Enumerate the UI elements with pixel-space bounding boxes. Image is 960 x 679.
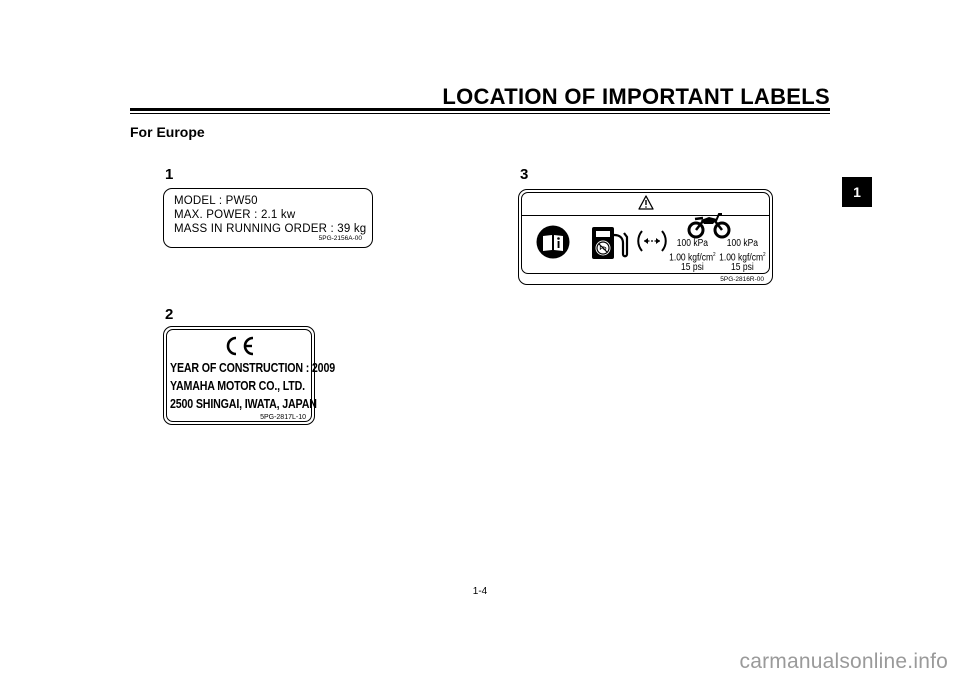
warning-triangle-icon <box>638 195 654 210</box>
label-code: 5PG-2816R-00 <box>720 276 764 283</box>
power-line: MAX. POWER : 2.1 kw <box>174 209 296 221</box>
tire-fuel-label: Pb 100 kPa 1.00 kgf/cm2 15 psi 100 kPa 1… <box>518 189 773 285</box>
warning-bar <box>521 192 770 216</box>
pressure-column-front: 100 kPa 1.00 kgf/cm2 15 psi <box>669 238 716 274</box>
manual-info-icon <box>536 225 570 259</box>
pressure-column-rear: 100 kPa 1.00 kgf/cm2 15 psi <box>719 238 766 274</box>
title-rule-thick <box>130 108 830 111</box>
manufacturer-name-line: YAMAHA MOTOR CO., LTD. <box>170 378 305 393</box>
label-3-number: 3 <box>520 166 529 183</box>
model-line: MODEL : PW50 <box>174 195 258 207</box>
pressure-psi: 15 psi <box>681 262 704 274</box>
construction-year-line: YEAR OF CONSTRUCTION : 2009 <box>170 360 335 375</box>
label-inner-border <box>166 329 312 422</box>
title-rule-thin <box>130 113 830 114</box>
watermark: carmanualsonline.info <box>739 650 948 673</box>
pressure-kgf-sup: 2 <box>763 251 766 258</box>
label-code: 5PG-2817L-10 <box>260 414 306 421</box>
page-title: LOCATION OF IMPORTANT LABELS <box>442 84 830 109</box>
svg-text:Pb: Pb <box>599 246 607 252</box>
label-2-number: 2 <box>165 306 174 323</box>
pressure-kgf-sup: 2 <box>713 251 716 258</box>
label-1-number: 1 <box>165 166 174 183</box>
motorcycle-icon <box>687 213 731 239</box>
mass-line: MASS IN RUNNING ORDER : 39 kg <box>174 223 367 235</box>
label-code: 5PG-2156A-00 <box>318 235 362 242</box>
tire-pressure-icon <box>637 230 667 252</box>
unleaded-fuel-icon: Pb <box>592 227 629 259</box>
ce-mark-icon <box>226 336 254 356</box>
pressure-kgf: 1.00 kgf/cm <box>719 251 764 263</box>
pressure-kgf: 1.00 kgf/cm <box>669 251 714 263</box>
pressure-kpa: 100 kPa <box>676 238 708 249</box>
manufacturer-label: YEAR OF CONSTRUCTION : 2009 YAMAHA MOTOR… <box>163 326 335 425</box>
chapter-tab: 1 <box>842 177 872 207</box>
page-number: 1-4 <box>472 586 488 597</box>
model-label: MODEL : PW50 MAX. POWER : 2.1 kw MASS IN… <box>163 188 373 248</box>
label-inner-border <box>521 192 770 274</box>
pressure-psi: 15 psi <box>731 262 754 274</box>
region-subtitle: For Europe <box>130 124 205 140</box>
pressure-kpa: 100 kPa <box>726 238 758 249</box>
manufacturer-address-line: 2500 SHINGAI, IWATA, JAPAN <box>170 396 317 411</box>
